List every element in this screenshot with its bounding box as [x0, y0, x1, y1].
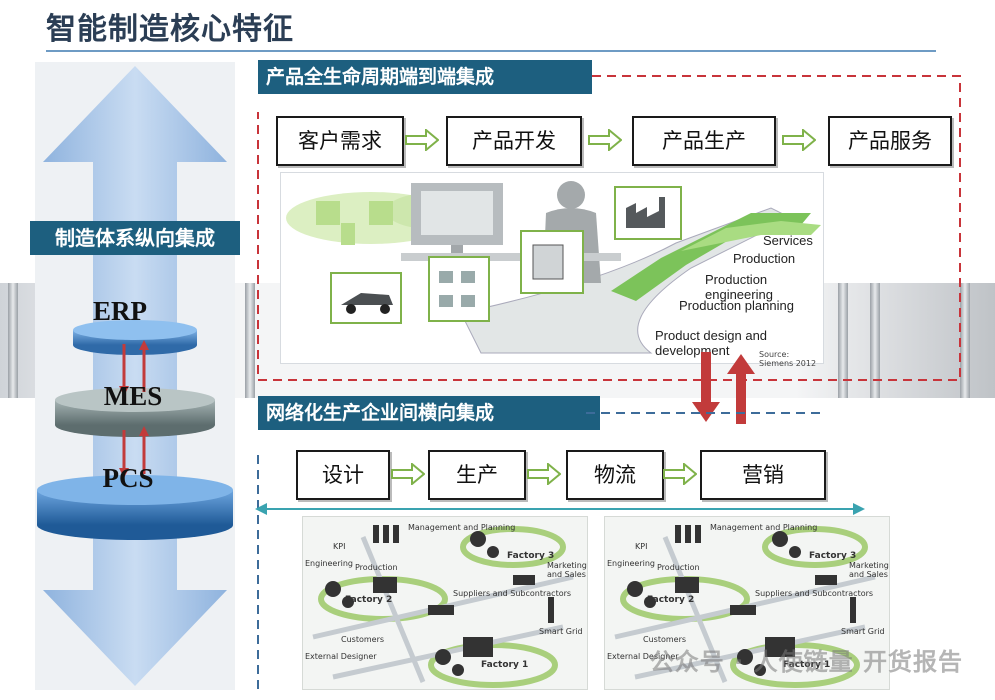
label-smart-grid: Smart Grid [539, 627, 583, 636]
step-product-production: 产品生产 [632, 116, 776, 166]
teal-double-arrow [255, 503, 865, 515]
layer-pcs: PCS [102, 463, 154, 493]
double-arrow-pillar [43, 66, 227, 686]
step-customer-demand: 客户需求 [276, 116, 404, 166]
label-engineering: Engineering [305, 559, 353, 568]
step-marketing: 营销 [700, 450, 826, 500]
label-marketing: Marketing and Sales [547, 561, 587, 579]
label-production: Production [355, 563, 398, 572]
layer-discs [37, 320, 233, 540]
step-product-development: 产品开发 [446, 116, 582, 166]
column-decoration [870, 283, 880, 398]
flow-arrow-icon [663, 463, 697, 485]
label-engineering: Engineering [607, 559, 655, 568]
label-kpi: KPI [635, 542, 648, 551]
label-customers: Customers [341, 635, 385, 644]
label-designer: External Designer [305, 652, 377, 661]
layer-mes: MES [103, 381, 163, 411]
label-factory-1: Factory 1 [481, 660, 529, 670]
lifecycle-dashed-frame [257, 75, 961, 381]
page-title: 智能制造核心特征 [46, 12, 294, 47]
label-management: Management and Planning [408, 523, 516, 532]
label-kpi: KPI [333, 542, 346, 551]
layer-erp: ERP [93, 296, 147, 326]
label-factory-2: Factory 2 [345, 595, 393, 605]
phase-production-planning: Production planning [679, 298, 794, 313]
label-designer: External Designer [607, 652, 679, 661]
step-product-service: 产品服务 [828, 116, 952, 166]
label-smart-grid: Smart Grid [841, 627, 885, 636]
label-marketing: Marketing and Sales [849, 561, 889, 579]
label-suppliers: Suppliers and Subcontractors [453, 589, 572, 598]
flow-arrow-icon [405, 129, 439, 151]
phase-services: Services [763, 233, 813, 248]
label-factory-3: Factory 3 [809, 551, 857, 561]
column-decoration [960, 283, 970, 398]
step-logistics: 物流 [566, 450, 664, 500]
phase-production: Production [733, 251, 796, 266]
lifecycle-label: 产品全生命周期端到端集成 [258, 60, 592, 94]
label-customers: Customers [643, 635, 687, 644]
label-management: Management and Planning [710, 523, 818, 532]
phase-production-engineering: Production engineering [705, 272, 773, 302]
source-note: Source: Siemens 2012 [759, 350, 817, 368]
label-factory-1: Factory 1 [783, 660, 831, 670]
label-factory-3: Factory 3 [507, 551, 555, 561]
label-production: Production [657, 563, 700, 572]
step-production: 生产 [428, 450, 526, 500]
watermark: 公众号 · 人使链量 开货报告 [649, 648, 963, 676]
column-decoration [245, 283, 255, 398]
horizontal-dashed-frame [257, 412, 825, 695]
flow-arrow-icon [527, 463, 561, 485]
column-decoration [838, 283, 848, 398]
vertical-integration-label: 制造体系纵向集成 [30, 221, 240, 255]
title-rule [46, 50, 936, 52]
flow-arrow-icon [391, 463, 425, 485]
label-factory-2: Factory 2 [647, 595, 695, 605]
label-suppliers: Suppliers and Subcontractors [755, 589, 874, 598]
column-decoration [8, 283, 18, 398]
factory-network-panel-right: Management and Planning Engineering Prod… [604, 516, 890, 690]
flow-arrow-icon [588, 129, 622, 151]
lifecycle-illustration: Services Production Production engineeri… [280, 172, 824, 368]
step-design: 设计 [296, 450, 390, 500]
horizontal-integration-label: 网络化生产企业间横向集成 [258, 396, 600, 430]
flow-arrow-icon [782, 129, 816, 151]
factory-network-panel-left: Management and Planning Engineering Prod… [302, 516, 588, 690]
